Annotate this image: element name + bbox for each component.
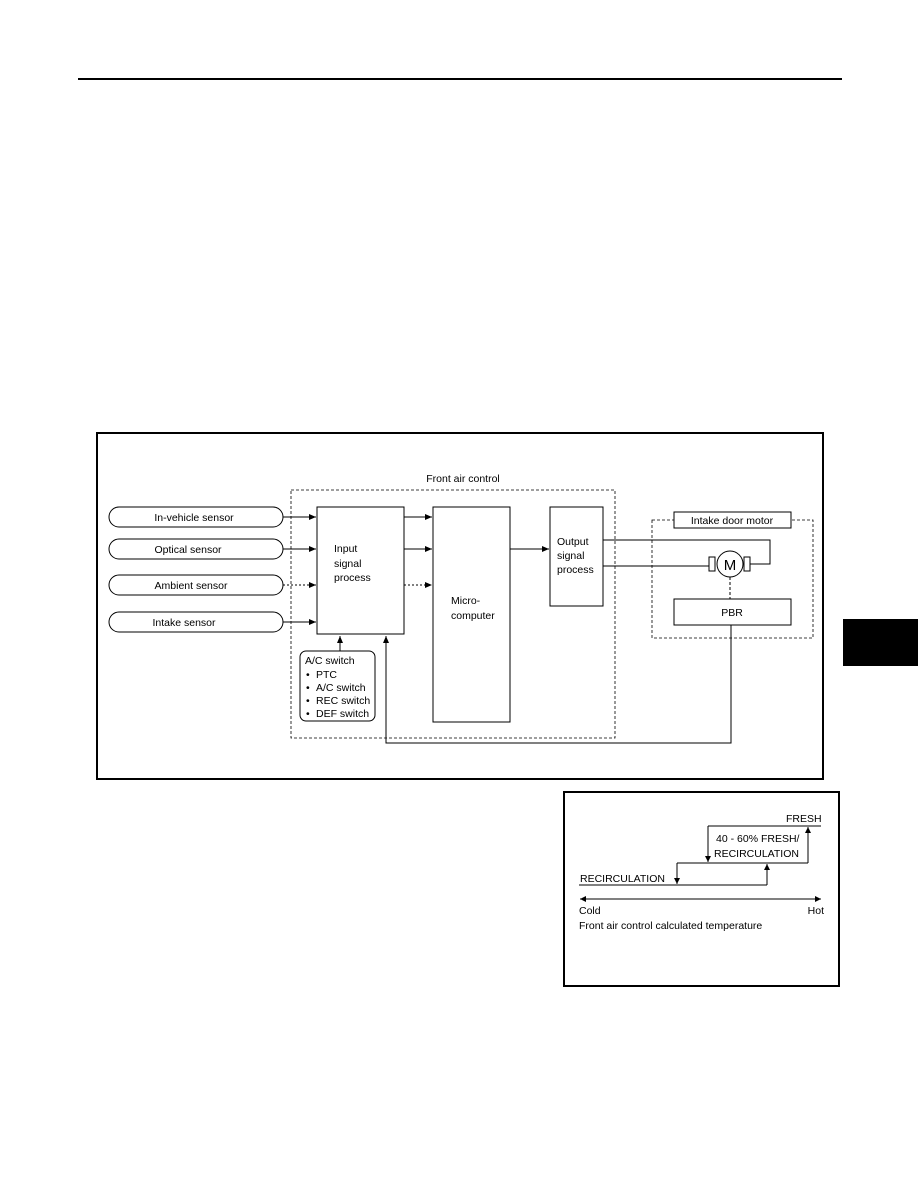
chart-frame (563, 791, 840, 987)
micro-block-label: computer (451, 610, 495, 622)
ac-switch-item: PTC (316, 669, 337, 681)
ac-switch-title: A/C switch (305, 655, 355, 667)
ac-switch-box (299, 650, 376, 722)
sensor-label: Intake sensor (152, 617, 216, 629)
sensor-optical: Optical sensor (108, 538, 284, 560)
input-signal-process-block (316, 506, 405, 635)
front-air-control-label: Front air control (426, 473, 500, 485)
axis-title: Front air control calculated temperature (579, 920, 762, 932)
sensor-label: In-vehicle sensor (154, 512, 234, 524)
ac-switch-item: A/C switch (316, 682, 366, 694)
mid-label-line2: RECIRCULATION (714, 848, 799, 860)
fresh-label: FRESH (786, 813, 822, 825)
input-block-label: Input (334, 543, 357, 555)
sensor-label: Ambient sensor (155, 580, 228, 592)
pbr-block (673, 598, 792, 626)
intake-door-motor-label: Intake door motor (691, 515, 774, 527)
input-block-label: signal (334, 558, 361, 570)
sensor-intake: Intake sensor (108, 611, 284, 633)
bullet-icon: • (306, 682, 310, 694)
micro-block-label: Micro- (451, 595, 481, 607)
microcomputer-block (432, 506, 511, 723)
output-block-label: process (557, 564, 594, 576)
sensor-label: Optical sensor (154, 544, 222, 556)
motor-symbol: M (724, 557, 737, 574)
output-signal-process-block (549, 506, 604, 607)
diagram-frame (96, 432, 824, 780)
intake-door-motor-label-box (673, 511, 792, 529)
header-rule (78, 78, 842, 80)
sensor-ambient: Ambient sensor (108, 574, 284, 596)
pbr-feedback-wire (383, 625, 732, 744)
bullet-icon: • (306, 708, 310, 720)
cold-label: Cold (579, 905, 601, 917)
sensor-in-vehicle: In-vehicle sensor (108, 506, 284, 528)
pbr-label: PBR (721, 607, 743, 619)
bullet-icon: • (306, 669, 310, 681)
motor-icon: M (708, 550, 751, 578)
motor-wire (603, 539, 771, 565)
ac-switch-item: REC switch (316, 695, 370, 707)
section-tab (843, 619, 918, 666)
hot-label: Hot (808, 905, 824, 917)
recirc-label: RECIRCULATION (580, 873, 665, 885)
ac-switch-item: DEF switch (316, 708, 369, 720)
output-block-label: Output (557, 536, 589, 548)
output-block-label: signal (557, 550, 584, 562)
input-block-label: process (334, 572, 371, 584)
mid-label-line1: 40 - 60% FRESH/ (716, 833, 800, 845)
front-air-control-group (290, 489, 616, 739)
bullet-icon: • (306, 695, 310, 707)
